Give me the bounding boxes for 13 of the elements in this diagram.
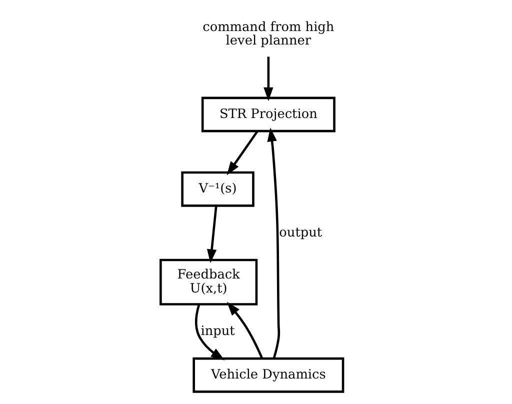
node-box: V⁻¹(s) <box>181 171 254 207</box>
node-text: command from high level planner <box>202 20 334 49</box>
arrow <box>226 302 264 359</box>
node-box: Vehicle Dynamics <box>192 357 344 393</box>
arrow <box>264 56 274 102</box>
node-box: Feedback U(x,t) <box>160 258 258 306</box>
arrow <box>226 130 258 176</box>
arrow <box>267 128 280 359</box>
edge-label: input <box>200 324 235 339</box>
edge-label: output <box>279 225 322 240</box>
arrow <box>206 206 218 264</box>
arrow <box>195 304 225 360</box>
node-box: STR Projection <box>201 96 336 132</box>
